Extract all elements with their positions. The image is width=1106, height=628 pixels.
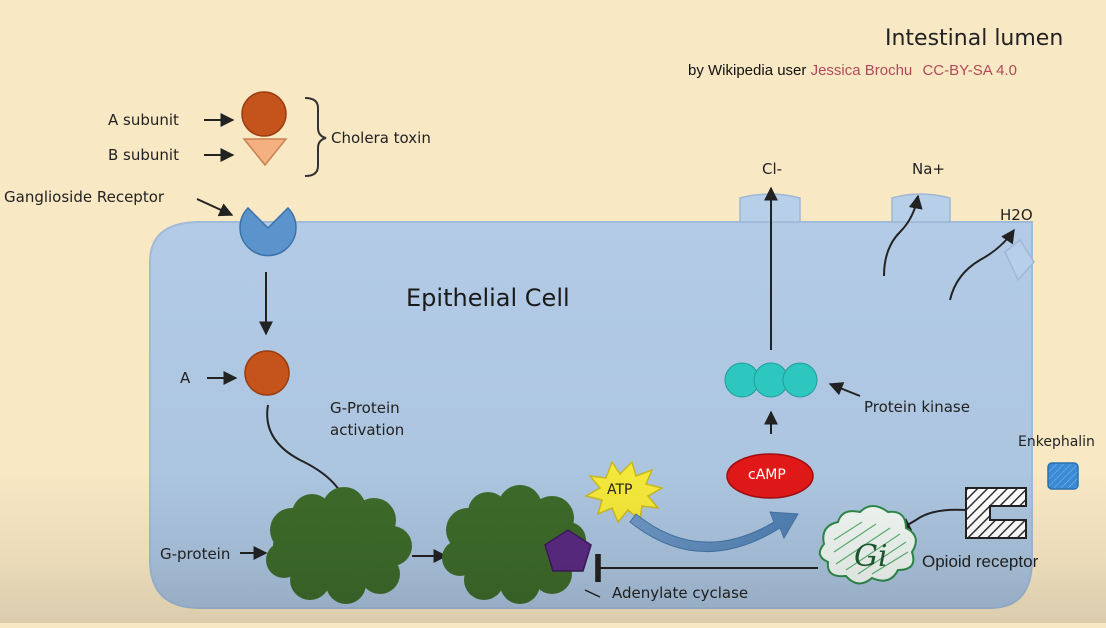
na-channel — [891, 193, 951, 223]
enkephalin-label: Enkephalin — [1018, 434, 1095, 450]
atp-label: ATP — [607, 482, 633, 498]
b-subunit-triangle — [242, 138, 288, 167]
a-free-circle — [244, 350, 290, 396]
enkephalin-square — [1047, 462, 1079, 490]
na-label: Na+ — [912, 160, 945, 178]
credit-author[interactable]: Jessica Brochu — [810, 62, 913, 79]
intestinal-lumen-title: Intestinal lumen — [885, 26, 1064, 51]
h2o-label: H2O — [1000, 206, 1033, 224]
epithelial-cell-label: Epithelial Cell — [406, 284, 570, 312]
conversion-arrow — [629, 511, 799, 552]
a-subunit-label: A subunit — [108, 111, 179, 129]
camp-ellipse — [726, 453, 814, 499]
adenylate-cyclase-pentagon — [544, 529, 592, 572]
adenylate-cyclase-label: Adenylate cyclase — [612, 584, 749, 602]
g-protein-activation-label-2: activation — [330, 421, 405, 439]
ganglioside-receptor-shape — [239, 206, 297, 257]
credit-license[interactable]: CC-BY-SA 4.0 — [922, 62, 1017, 79]
b-subunit-label: B subunit — [108, 146, 179, 164]
a-label: A — [180, 369, 191, 387]
gi-label: Gi — [854, 539, 888, 574]
protein-kinase-beads — [724, 362, 818, 398]
g-protein-cloud — [266, 487, 412, 604]
protein-kinase-label: Protein kinase — [864, 398, 970, 416]
cholera-toxin-label: Cholera toxin — [331, 129, 431, 147]
credit-prefix: by Wikipedia user — [688, 62, 807, 79]
g-protein-activation-label-1: G-Protein — [330, 399, 400, 417]
opioid-receptor-shape — [965, 487, 1027, 539]
ganglioside-receptor-label: Ganglioside Receptor — [4, 188, 165, 206]
a-subunit-circle — [241, 91, 287, 137]
h2o-channel — [1004, 238, 1035, 282]
camp-label: cAMP — [748, 467, 786, 483]
gi-cloud — [818, 505, 917, 585]
opioid-receptor-label: Opioid receptor — [922, 552, 1039, 571]
toxin-bracket — [304, 97, 327, 177]
cl-label: Cl- — [762, 160, 783, 178]
g-protein-label: G-protein — [160, 545, 231, 563]
credit-line: by Wikipedia user Jessica Brochu CC-BY-S… — [688, 62, 1017, 79]
